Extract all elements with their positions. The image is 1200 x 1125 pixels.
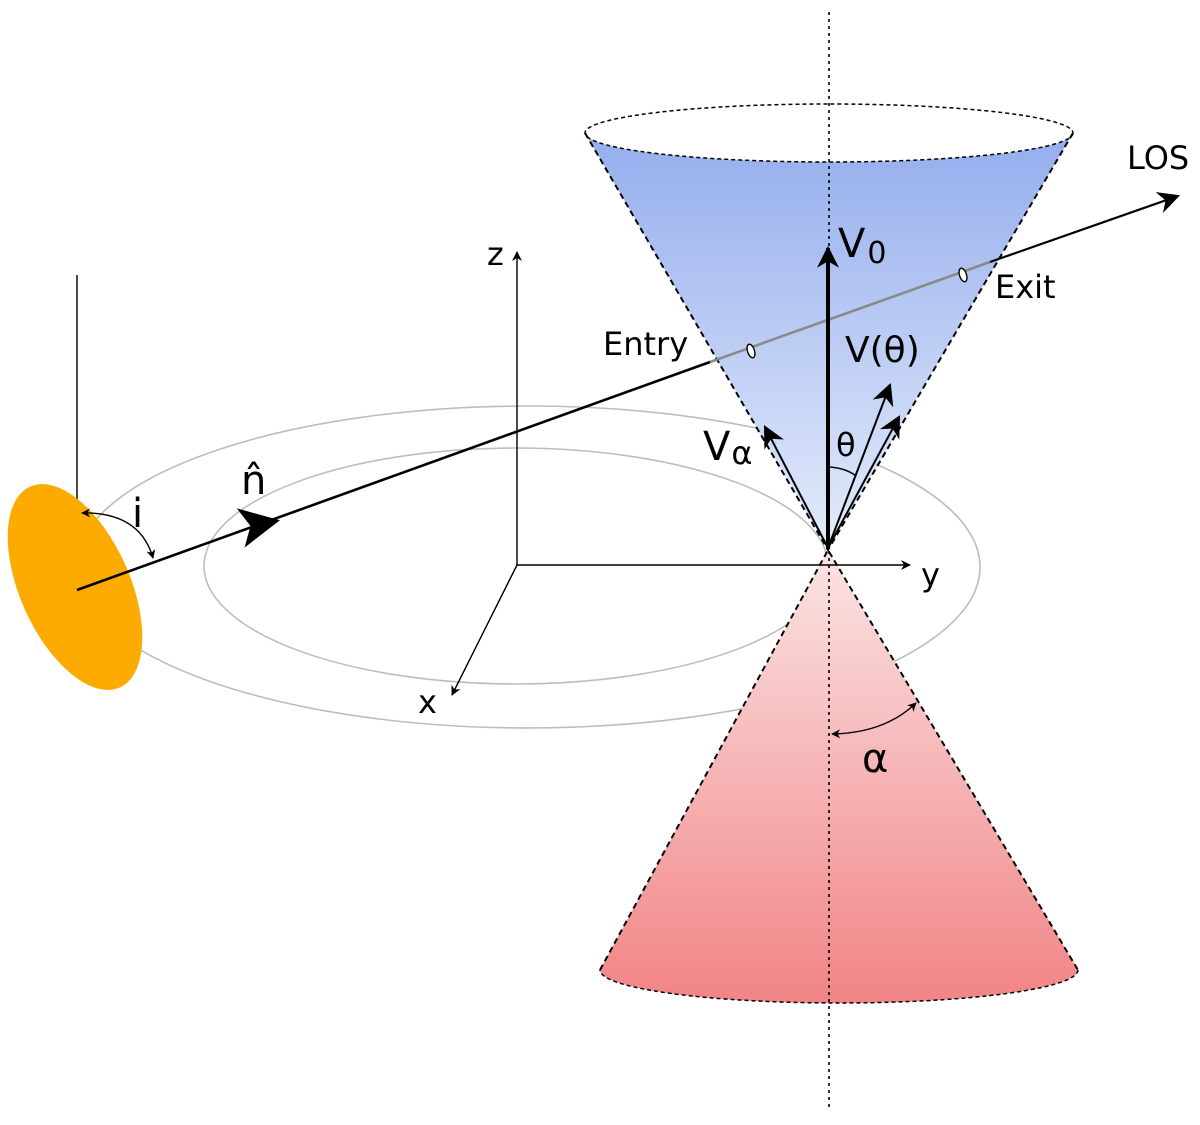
los-inside-cone [709,260,991,364]
inclination-arc [81,508,156,559]
axis-z-label: z [487,235,504,273]
line-of-sight [76,192,1181,592]
los-outside-far [989,192,1181,264]
v-alpha-vector [763,425,829,549]
coordinate-axes [451,251,911,696]
v-alpha-label-sub: α [731,434,752,472]
v0-label-main: V [838,221,866,267]
v0-label-sub: 0 [867,236,886,271]
entry-marker [746,343,756,359]
lower-cone-rim [599,969,1079,1004]
exit-label: Exit [995,268,1056,306]
velocity-vectors [763,245,901,549]
v-alpha-label-main: V [703,424,731,470]
v-edge-vector [827,415,901,549]
alpha-label: α [862,736,888,782]
v0-label: V0 [838,221,886,271]
lower-cone-body [600,550,1078,1003]
inclination-label: i [132,491,143,537]
n-hat-label: n̂ [241,458,266,504]
axis-x-label: x [418,683,437,721]
entry-label: Entry [603,325,688,363]
v-theta-vector [827,382,894,549]
exit-marker [958,267,968,283]
los-outside-near [76,360,711,592]
upper-cone-edges [584,132,1074,552]
lower-cone [599,547,1079,1004]
theta-label: θ [836,426,856,464]
v-theta-label: V(θ) [845,330,920,371]
v-alpha-label: Vα [703,424,752,472]
axis-x-line [451,564,518,696]
labels: LOS Exit Entry V0 V(θ) Vα θ α n̂ i z y x [132,139,1189,782]
axis-y-label: y [921,556,940,594]
lower-cone-edges [599,547,1079,971]
alpha-arc [831,702,917,739]
theta-arc [828,466,857,477]
los-label: LOS [1127,139,1189,177]
